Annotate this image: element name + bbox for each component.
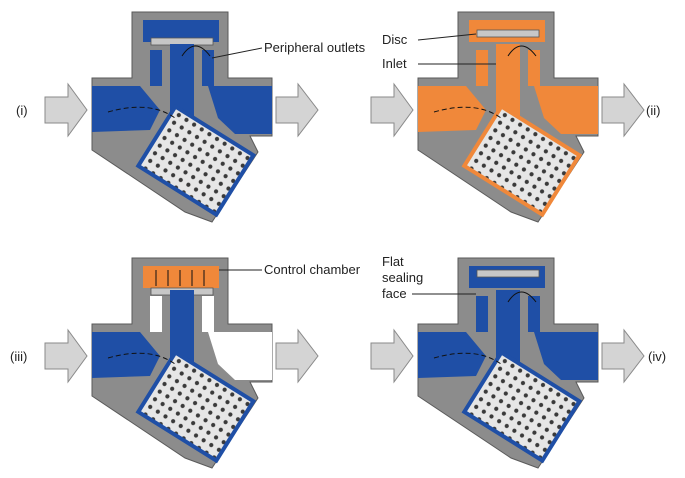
disc-leader <box>417 33 477 41</box>
inlet-arrow <box>370 328 414 384</box>
outlet-arrow <box>601 328 645 384</box>
peripheral-outlet-right <box>202 50 214 86</box>
peripheral-outlet-left <box>476 50 488 86</box>
outlet-arrow <box>275 82 319 138</box>
outlet-arrow <box>601 82 645 138</box>
panel-numeral: (iv) <box>648 349 666 364</box>
panel-numeral: (i) <box>16 103 28 118</box>
outlet-passage <box>534 86 598 134</box>
strainer-screen <box>135 349 257 464</box>
peripheral-outlets-leader <box>211 47 263 59</box>
inlet-label: Inlet <box>382 56 407 71</box>
panel-ii: (ii) Disc Inlet <box>370 11 660 223</box>
outlet-passage <box>208 332 272 380</box>
peripheral-outlet-left <box>150 296 162 332</box>
inlet-passage <box>418 332 486 378</box>
disc-flow-arrow <box>181 45 211 57</box>
peripheral-outlet-left <box>476 296 488 332</box>
disc <box>476 269 540 278</box>
control-chamber-label: Control chamber <box>264 262 361 277</box>
strainer-screen <box>135 103 257 218</box>
disc-flow-arrow <box>507 291 537 303</box>
outlet-passage <box>208 86 272 134</box>
flat-sealing-face-label-line1: Flat <box>382 254 404 269</box>
control-chamber <box>143 266 219 288</box>
peripheral-outlet-right <box>528 296 540 332</box>
panel-iv: (iv) Flat sealing face <box>370 254 666 469</box>
chamber-pressure-arrows <box>155 270 205 286</box>
peripheral-outlet-right <box>528 50 540 86</box>
outlet-passage <box>534 332 598 380</box>
peripheral-outlets-label: Peripheral outlets <box>264 40 366 55</box>
flat-sealing-face-label-line3: face <box>382 286 407 301</box>
outlet-arrow <box>275 328 319 384</box>
peripheral-outlet-right <box>202 296 214 332</box>
disc <box>150 37 214 46</box>
panel-numeral: (iii) <box>10 349 27 364</box>
disc <box>476 29 540 38</box>
inlet-arrow <box>370 82 414 138</box>
inlet-passage <box>418 86 486 132</box>
inlet-passage <box>92 332 160 378</box>
inlet-arrow <box>44 328 88 384</box>
flat-sealing-face-label-line2: sealing <box>382 270 423 285</box>
control-chamber <box>143 20 219 42</box>
inlet-passage <box>92 86 160 132</box>
panel-iii: (iii) Control chamber <box>10 257 361 469</box>
inlet-arrow <box>44 82 88 138</box>
panel-numeral: (ii) <box>646 103 660 118</box>
panel-i: (i) Peripheral outlets <box>16 11 366 223</box>
peripheral-outlet-left <box>150 50 162 86</box>
disc-flow-arrow <box>507 45 537 57</box>
strainer-screen <box>461 103 583 218</box>
disc-label: Disc <box>382 32 408 47</box>
strainer-screen <box>461 349 583 464</box>
